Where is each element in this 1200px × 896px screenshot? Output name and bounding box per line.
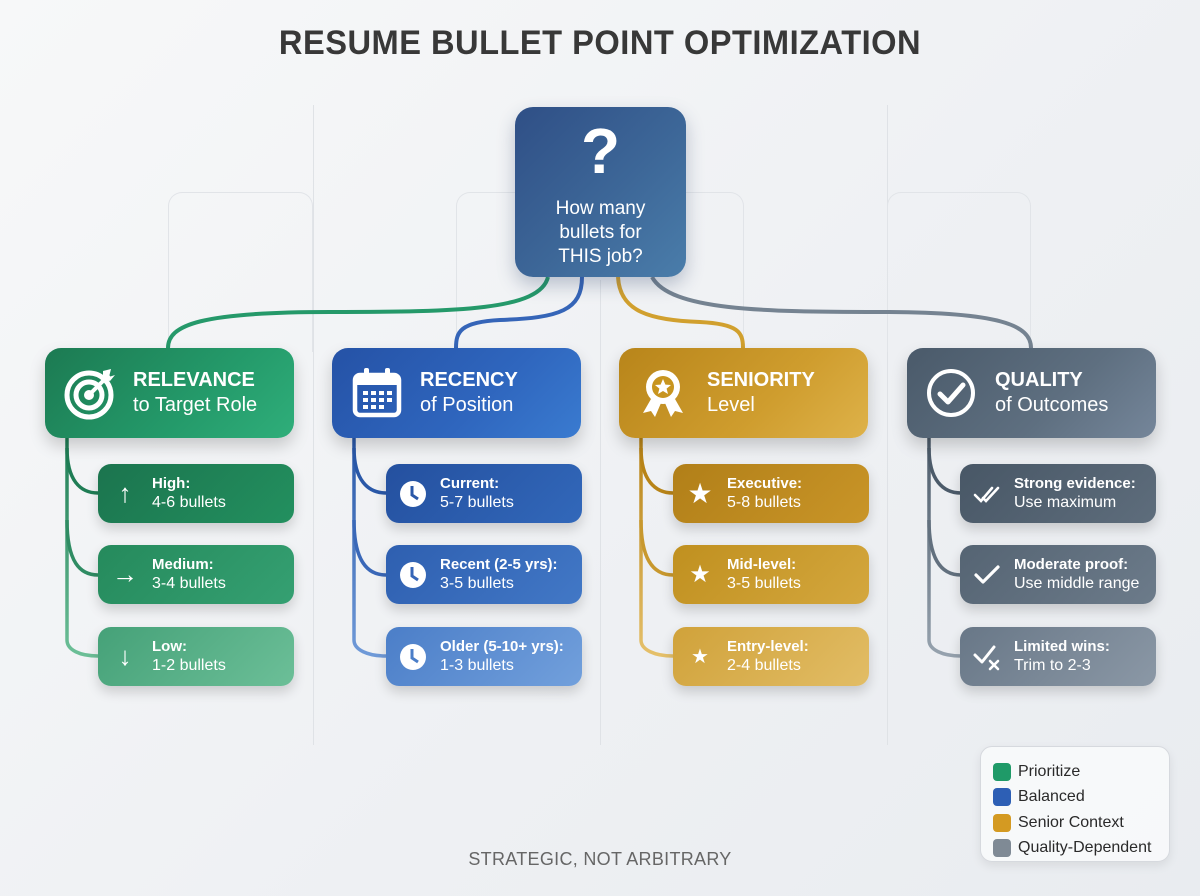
category-title: SENIORITY [707, 369, 815, 391]
recency-current: Current: 5-7 bullets [386, 464, 582, 523]
seniority-executive: ★ Executive: 5-8 bullets [673, 464, 869, 523]
root-line-3: THIS job? [558, 246, 643, 267]
legend-label: Balanced [1018, 788, 1085, 806]
item-value: 2-4 bullets [727, 657, 801, 674]
legend-swatch-green [993, 762, 1011, 781]
category-quality: QUALITY of Outcomes [907, 348, 1156, 438]
recency-recent: Recent (2-5 yrs): 3-5 bullets [386, 545, 582, 604]
item-value: 5-8 bullets [727, 494, 801, 511]
legend-item: Prioritize [993, 759, 1169, 785]
item-value: Use middle range [1014, 575, 1140, 592]
item-label: High: [152, 475, 191, 492]
clock-icon [400, 643, 426, 670]
category-subtitle: of Position [420, 394, 514, 416]
item-value: 5-7 bullets [440, 494, 514, 511]
recency-older: Older (5-10+ yrs): 1-3 bullets [386, 627, 582, 686]
item-label: Recent (2-5 yrs): [440, 556, 558, 573]
category-seniority: SENIORITY Level [619, 348, 868, 438]
footer-tagline: STRATEGIC, NOT ARBITRARY [468, 849, 732, 869]
check-icon [974, 564, 1000, 584]
page-title: RESUME BULLET POINT OPTIMIZATION [278, 24, 922, 62]
grid-line [313, 105, 314, 745]
double-check-icon [973, 486, 1000, 503]
item-label: Medium: [152, 556, 214, 573]
item-value: 3-5 bullets [440, 575, 514, 592]
legend-swatch-gray [993, 839, 1011, 858]
arrow-right-icon: → [112, 559, 138, 589]
legend-swatch-gold [993, 813, 1011, 832]
grid-line [887, 105, 888, 745]
category-relevance: RELEVANCE to Target Role [45, 348, 294, 438]
item-label: Mid-level: [727, 556, 797, 573]
seniority-mid-level: ★ Mid-level: 3-5 bullets [673, 545, 869, 604]
award-ribbon-icon [643, 370, 683, 417]
category-recency: RECENCY of Position [332, 348, 581, 438]
grid-line [600, 280, 601, 745]
star-icon: ★ [689, 561, 711, 588]
legend-item: Senior Context [993, 810, 1169, 836]
relevance-low: ↓ Low: 1-2 bullets [98, 627, 294, 686]
relevance-high: ↑ High: 4-6 bullets [98, 464, 294, 523]
arrow-up-icon: ↑ [118, 478, 132, 508]
legend-label: Prioritize [1018, 762, 1081, 780]
check-x-icon [973, 645, 1000, 670]
quality-limited-wins: Limited wins: Trim to 2-3 [960, 627, 1156, 686]
item-value: Use maximum [1014, 494, 1117, 511]
root-line-1: How many [555, 198, 646, 219]
category-title: RECENCY [420, 369, 518, 391]
legend-item: Balanced [993, 785, 1169, 811]
question-mark-icon: ? [580, 115, 621, 187]
star-icon: ★ [687, 478, 713, 509]
legend: Prioritize Balanced Senior Context Quali… [980, 746, 1170, 862]
item-value: 4-6 bullets [152, 494, 226, 511]
category-subtitle: Level [707, 394, 755, 416]
legend-swatch-blue [993, 788, 1011, 807]
grid-box [168, 192, 313, 352]
item-value: 3-4 bullets [152, 575, 226, 592]
item-label: Low: [152, 638, 187, 655]
item-value: Trim to 2-3 [1014, 657, 1091, 674]
root-line-2: bullets for [559, 222, 642, 243]
arrow-down-icon: ↓ [118, 641, 132, 671]
legend-item: Quality-Dependent [993, 836, 1169, 862]
calendar-icon [352, 368, 402, 418]
grid-box [887, 192, 1031, 352]
relevance-medium: → Medium: 3-4 bullets [98, 545, 294, 604]
check-circle-icon [927, 369, 975, 417]
category-subtitle: to Target Role [133, 394, 258, 416]
item-label: Current: [440, 475, 500, 492]
legend-label: Senior Context [1018, 813, 1124, 831]
item-label: Entry-level: [727, 638, 809, 655]
quality-strong-evidence: Strong evidence: Use maximum [960, 464, 1156, 523]
item-value: 1-3 bullets [440, 657, 514, 674]
clock-icon [400, 480, 426, 507]
quality-moderate-proof: Moderate proof: Use middle range [960, 545, 1156, 604]
category-subtitle: of Outcomes [995, 394, 1109, 416]
clock-icon [400, 561, 426, 588]
seniority-entry-level: ★ Entry-level: 2-4 bullets [673, 627, 869, 686]
legend-label: Quality-Dependent [1018, 839, 1152, 857]
item-label: Strong evidence: [1014, 475, 1136, 492]
item-label: Older (5-10+ yrs): [440, 638, 564, 655]
item-label: Executive: [727, 475, 803, 492]
item-label: Limited wins: [1014, 638, 1110, 655]
item-value: 1-2 bullets [152, 657, 226, 674]
item-value: 3-5 bullets [727, 575, 801, 592]
category-title: RELEVANCE [133, 369, 255, 391]
star-icon: ★ [691, 646, 709, 668]
item-label: Moderate proof: [1014, 556, 1129, 573]
category-title: QUALITY [995, 369, 1083, 391]
root-question-node: ? How many bullets for THIS job? [515, 107, 686, 277]
target-icon [64, 369, 115, 420]
